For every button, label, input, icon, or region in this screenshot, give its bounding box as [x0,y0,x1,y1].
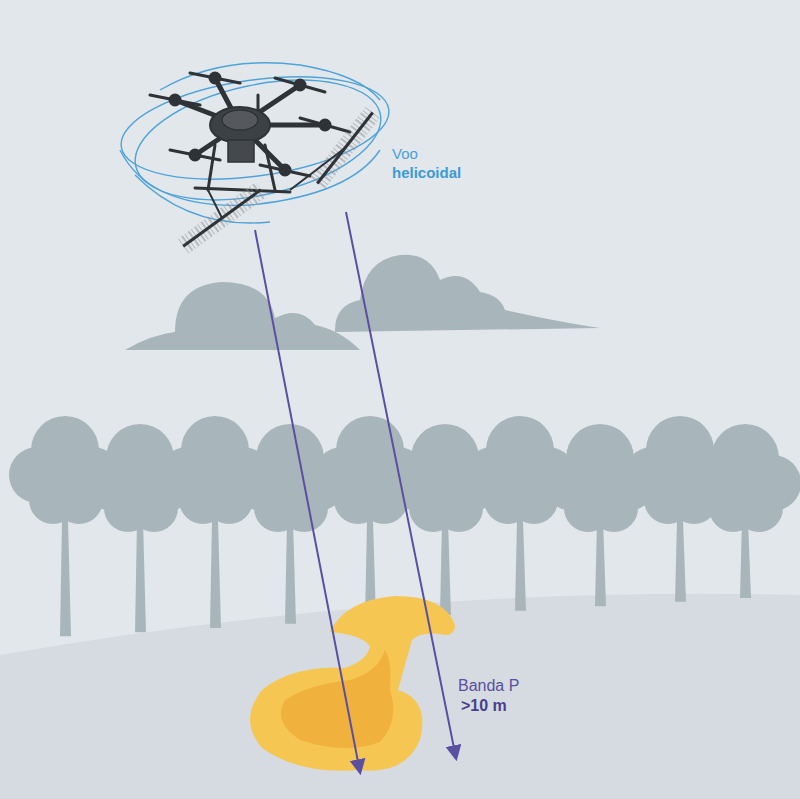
text-label: Voo [392,145,418,163]
text-label: >10 m [461,696,507,715]
clouds [125,255,600,350]
underground-target [250,596,455,771]
radar-beam [255,212,456,772]
antenna [178,107,380,253]
ground [0,594,800,799]
text-label: Banda P [458,676,519,695]
text-label: helicoidal [392,164,461,182]
